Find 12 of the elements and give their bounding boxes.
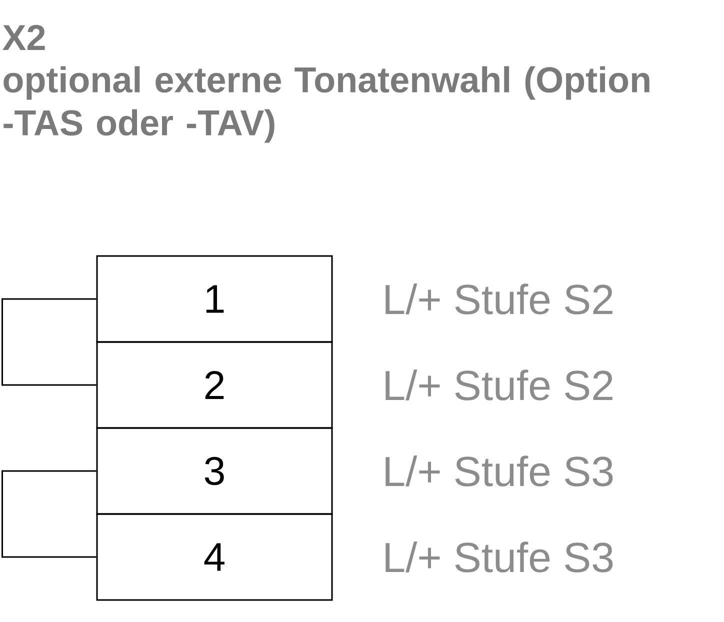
terminal-cell: 1 (96, 255, 333, 343)
jumper-wire (2, 298, 96, 386)
subtitle: optional externe Tonatenwahl (Option -TAS oder -TAV) (4, 66, 650, 143)
jumper-wire (2, 470, 96, 558)
terminal-label: L/+ Stufe S2 (386, 284, 612, 314)
terminal-label: L/+ Stufe S3 (386, 542, 613, 572)
terminal-cell: 4 (96, 513, 333, 601)
terminal-cell: 3 (96, 427, 333, 515)
terminal-label: L/+ Stufe S2 (386, 370, 612, 400)
terminal-label: L/+ Stufe S3 (386, 456, 613, 486)
title: X2 (2, 24, 45, 50)
terminal-cell: 2 (96, 341, 333, 429)
